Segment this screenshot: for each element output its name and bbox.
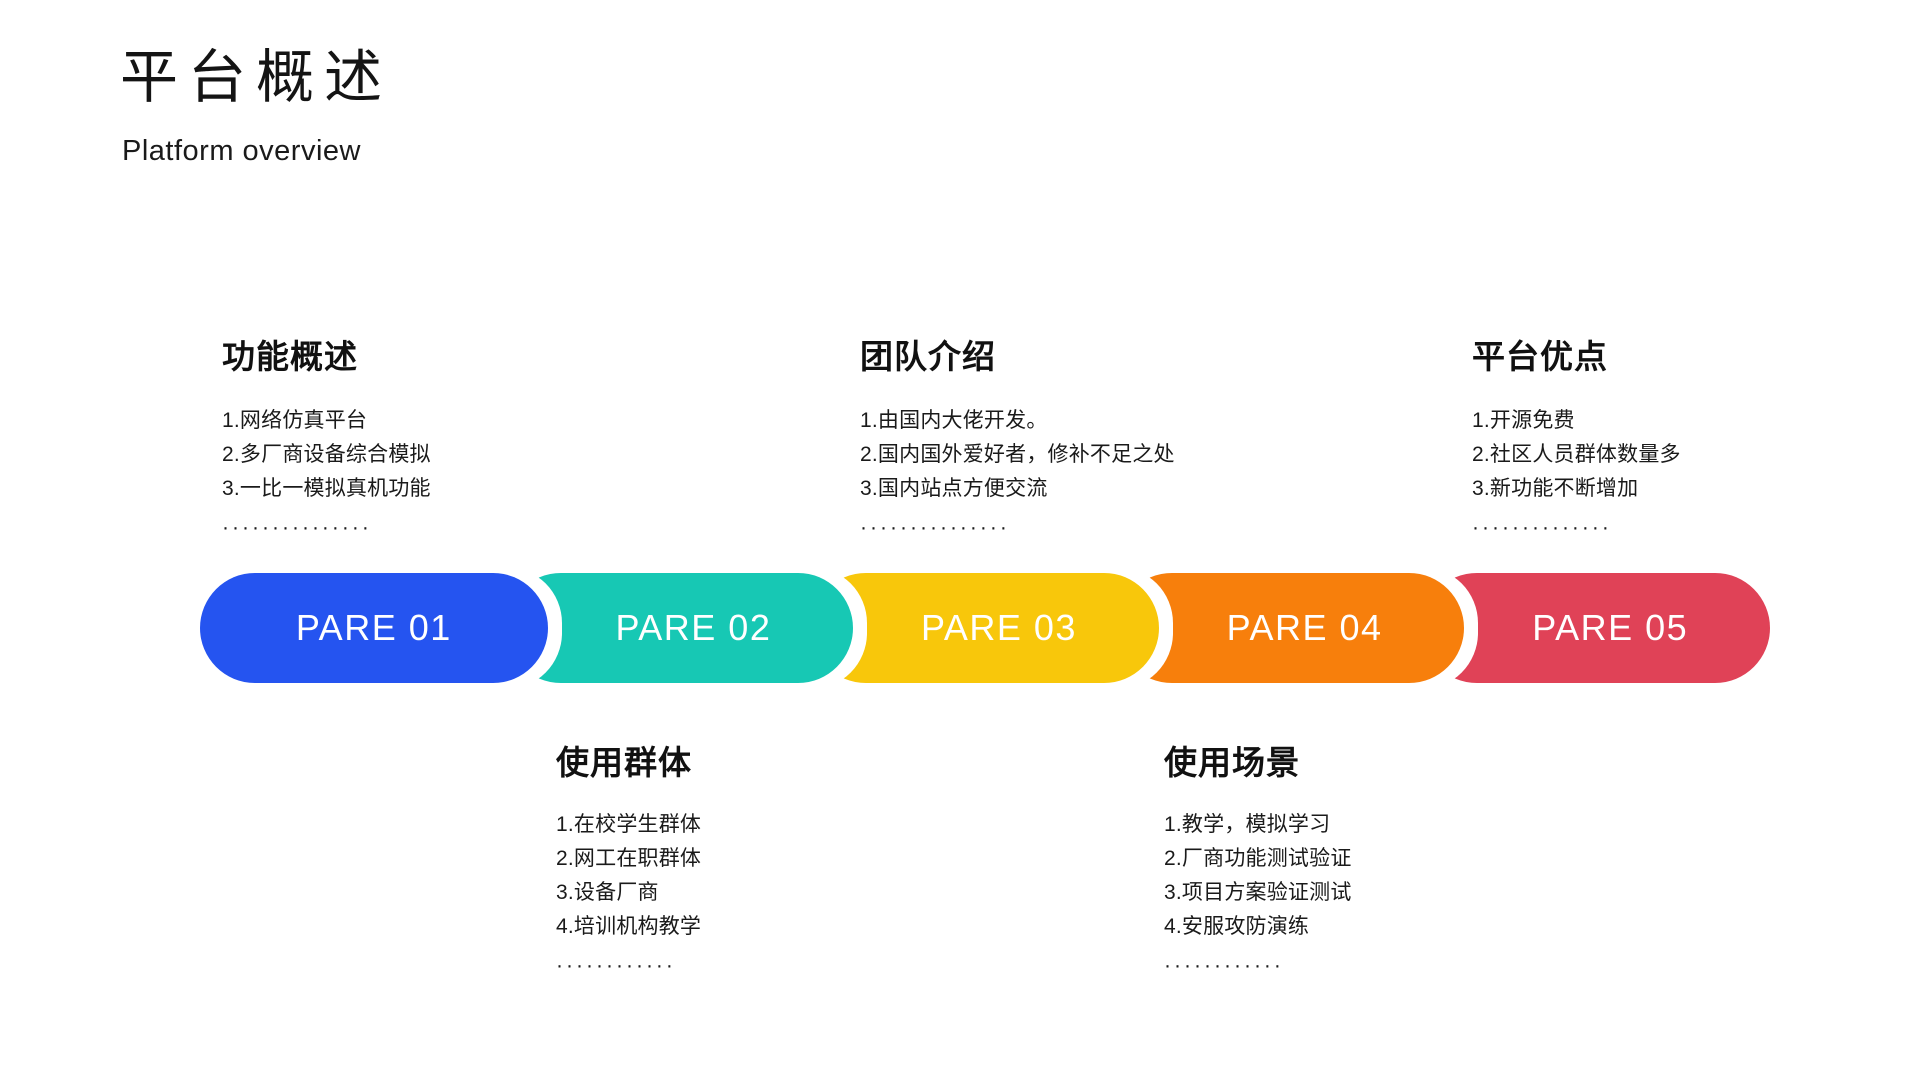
column-list: 1.教学，模拟学习 2.厂商功能测试验证 3.项目方案验证测试 4.安服攻防演练 bbox=[1164, 808, 1594, 944]
pill-stage-5[interactable]: PARE 05 bbox=[1366, 567, 1770, 689]
column-title: 功能概述 bbox=[222, 338, 358, 375]
column-list: 1.由国内大佬开发。 2.国内国外爱好者，修补不足之处 3.国内站点方便交流 bbox=[860, 404, 1290, 506]
list-item: 2.国内国外爱好者，修补不足之处 bbox=[860, 443, 1175, 467]
list-item: 3.设备厂商 bbox=[556, 881, 659, 905]
pill-label: PARE 01 bbox=[295, 607, 452, 648]
pill-stage-3[interactable]: PARE 03 bbox=[755, 567, 1159, 689]
list-item: 3.国内站点方便交流 bbox=[860, 477, 1048, 501]
column-list: 1.在校学生群体 2.网工在职群体 3.设备厂商 4.培训机构教学 bbox=[556, 808, 986, 944]
column-functions: 功能概述 1.网络仿真平台 2.多厂商设备综合模拟 3.一比一模拟真机功能 ··… bbox=[222, 330, 652, 540]
list-item: 1.教学，模拟学习 bbox=[1164, 813, 1331, 836]
list-item: 4.安服攻防演练 bbox=[1164, 915, 1310, 939]
pill-label: PARE 04 bbox=[1226, 607, 1383, 648]
pill-stage-1[interactable]: PARE 01 bbox=[200, 573, 548, 683]
column-ellipsis: ············ bbox=[1164, 954, 1284, 978]
list-item: 1.开源免费 bbox=[1472, 409, 1575, 432]
list-item: 2.多厂商设备综合模拟 bbox=[222, 443, 431, 467]
column-list: 1.网络仿真平台 2.多厂商设备综合模拟 3.一比一模拟真机功能 bbox=[222, 404, 652, 506]
page-subtitle: Platform overview bbox=[122, 134, 361, 167]
list-item: 3.新功能不断增加 bbox=[1472, 477, 1639, 501]
column-title: 团队介绍 bbox=[860, 338, 996, 375]
column-team: 团队介绍 1.由国内大佬开发。 2.国内国外爱好者，修补不足之处 3.国内站点方… bbox=[860, 330, 1290, 540]
list-item: 1.由国内大佬开发。 bbox=[860, 409, 1048, 432]
list-item: 4.培训机构教学 bbox=[556, 915, 702, 939]
stage-pill-band: PARE 05 PARE 04 PARE 03 PARE 02 PARE 01 bbox=[200, 567, 1770, 689]
page-title: 平台概述 bbox=[120, 45, 393, 110]
column-title: 平台优点 bbox=[1472, 338, 1608, 375]
list-item: 2.厂商功能测试验证 bbox=[1164, 847, 1352, 871]
column-ellipsis: ··············· bbox=[860, 516, 1010, 540]
column-ellipsis: ············ bbox=[556, 954, 676, 978]
list-item: 1.网络仿真平台 bbox=[222, 409, 368, 432]
pill-label: PARE 05 bbox=[1532, 607, 1689, 648]
slide-header: 平台概述 Platform overview bbox=[120, 45, 393, 168]
list-item: 2.网工在职群体 bbox=[556, 847, 702, 871]
column-scenarios: 使用场景 1.教学，模拟学习 2.厂商功能测试验证 3.项目方案验证测试 4.安… bbox=[1164, 736, 1594, 978]
list-item: 2.社区人员群体数量多 bbox=[1472, 443, 1681, 467]
list-item: 3.一比一模拟真机功能 bbox=[222, 477, 431, 501]
list-item: 1.在校学生群体 bbox=[556, 813, 702, 836]
pill-stage-2[interactable]: PARE 02 bbox=[449, 567, 854, 689]
column-ellipsis: ·············· bbox=[1472, 516, 1612, 540]
column-title: 使用场景 bbox=[1164, 744, 1300, 781]
column-advantages: 平台优点 1.开源免费 2.社区人员群体数量多 3.新功能不断增加 ······… bbox=[1472, 330, 1902, 540]
list-item: 3.项目方案验证测试 bbox=[1164, 881, 1352, 905]
column-title: 使用群体 bbox=[556, 744, 692, 781]
column-audience: 使用群体 1.在校学生群体 2.网工在职群体 3.设备厂商 4.培训机构教学 ·… bbox=[556, 736, 986, 978]
column-ellipsis: ··············· bbox=[222, 516, 372, 540]
pill-label: PARE 02 bbox=[615, 607, 772, 648]
pill-stage-4[interactable]: PARE 04 bbox=[1060, 567, 1465, 689]
pill-label: PARE 03 bbox=[921, 607, 1077, 648]
column-list: 1.开源免费 2.社区人员群体数量多 3.新功能不断增加 bbox=[1472, 404, 1902, 506]
